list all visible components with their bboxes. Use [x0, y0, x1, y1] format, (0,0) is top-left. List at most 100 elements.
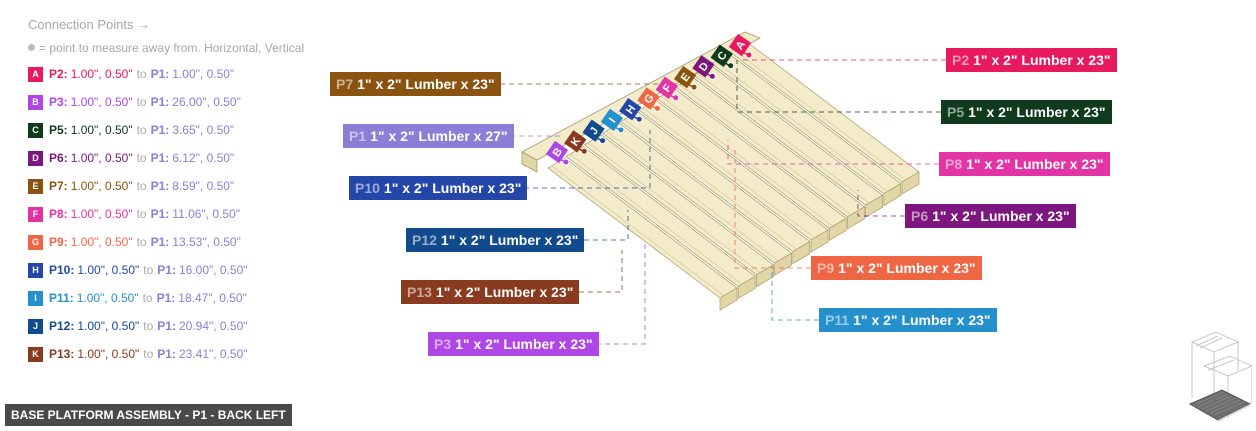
part-point: 1.00", 0.50" — [77, 263, 140, 277]
connection-marker-e: E — [673, 65, 697, 89]
leader-line — [579, 250, 623, 293]
reference-point: 18.47", 0.50" — [178, 291, 247, 305]
assembly-thumbnail-icon[interactable] — [1180, 320, 1252, 428]
to-word: to — [136, 151, 147, 165]
part-description: 1" x 2" Lumber x 23" — [440, 232, 579, 248]
reference-part: P1: — [157, 263, 176, 277]
reference-part: P1: — [150, 95, 170, 109]
reference-part: P1: — [150, 151, 170, 165]
part-name: P9: — [49, 235, 68, 249]
leader-line — [734, 150, 811, 269]
part-name: P8: — [49, 207, 68, 221]
connection-marker-i: I — [600, 108, 624, 132]
leader-line — [596, 240, 646, 345]
connection-badge: H — [28, 262, 43, 278]
connection-marker-k: K — [564, 130, 587, 153]
legend-note: = point to measure away from. Horizontal… — [28, 36, 328, 60]
connection-marker-h: H — [619, 98, 642, 121]
reference-part: P1: — [150, 207, 170, 221]
part-name: P5: — [49, 123, 68, 137]
to-word: to — [136, 207, 147, 221]
reference-point: 8.59", 0.50" — [172, 179, 235, 193]
to-word: to — [136, 123, 147, 137]
connection-badge: C — [28, 122, 43, 138]
reference-part: P1: — [156, 291, 176, 305]
part-id: P5 — [947, 104, 965, 120]
connection-badge: J — [28, 318, 43, 334]
reference-part: P1: — [157, 347, 176, 361]
to-word: to — [143, 263, 154, 277]
part-description: 1" x 2" Lumber x 23" — [932, 208, 1070, 224]
part-id: P12 — [412, 232, 437, 248]
connection-marker-g: G — [637, 87, 660, 110]
reference-part: P1: — [157, 319, 176, 333]
measure-point-dot-icon — [28, 44, 35, 51]
reference-part: P1: — [150, 67, 170, 81]
part-name: P11: — [49, 291, 74, 305]
part-point: 1.00", 0.50" — [70, 67, 133, 81]
leader-line — [736, 60, 941, 113]
to-word: to — [142, 291, 153, 305]
part-point: 1.00", 0.50" — [70, 235, 133, 249]
part-description: 1" x 2" Lumber x 23" — [966, 156, 1104, 172]
to-word: to — [136, 95, 147, 109]
part-description: 1" x 2" Lumber x 23" — [383, 180, 522, 196]
svg-text:J: J — [588, 125, 601, 137]
connection-badge: B — [28, 94, 43, 110]
connection-marker-a: A — [728, 33, 752, 57]
part-name: P12: — [49, 319, 75, 333]
connection-marker-j: J — [582, 119, 605, 142]
connection-points-legend: Connection Points → = point to measure a… — [28, 14, 328, 368]
reference-part: P1: — [150, 235, 170, 249]
part-name: P2: — [49, 67, 68, 81]
reference-point: 6.12", 0.50" — [172, 151, 235, 165]
reference-part: P1: — [150, 123, 170, 137]
part-point: 1.00", 0.50" — [77, 319, 140, 333]
reference-point: 3.65", 0.50" — [172, 123, 235, 137]
part-description: 1" x 2" Lumber x 23" — [973, 52, 1111, 68]
connection-badge: K — [28, 346, 43, 362]
part-point: 1.00", 0.50" — [70, 123, 133, 137]
reference-point: 11.06", 0.50" — [172, 207, 240, 221]
part-point: 1.00", 0.50" — [76, 291, 139, 305]
part-id: P9 — [817, 260, 835, 276]
part-point: 1.00", 0.50" — [77, 347, 140, 361]
connection-badge: D — [28, 150, 43, 166]
view-title: BASE PLATFORM ASSEMBLY - P1 - BACK LEFT — [5, 404, 292, 426]
leader-line — [584, 210, 629, 241]
part-id: P10 — [355, 180, 380, 196]
part-id: P8 — [945, 156, 963, 172]
part-id: P6 — [911, 208, 929, 224]
connection-marker-c: C — [710, 44, 733, 67]
reference-part: P1: — [150, 179, 170, 193]
legend-note-text: = point to measure away from. Horizontal… — [39, 41, 305, 55]
part-point: 1.00", 0.50" — [70, 95, 133, 109]
reference-point: 1.00", 0.50" — [172, 67, 235, 81]
part-point: 1.00", 0.50" — [70, 151, 133, 165]
reference-point: 26.00", 0.50" — [172, 95, 241, 109]
part-point: 1.00", 0.50" — [70, 179, 133, 193]
svg-text:I: I — [607, 116, 619, 125]
part-name: P6: — [49, 151, 68, 165]
reference-point: 16.00", 0.50" — [178, 263, 248, 277]
to-word: to — [143, 319, 154, 333]
part-description: 1" x 2" Lumber x 23" — [455, 336, 593, 352]
